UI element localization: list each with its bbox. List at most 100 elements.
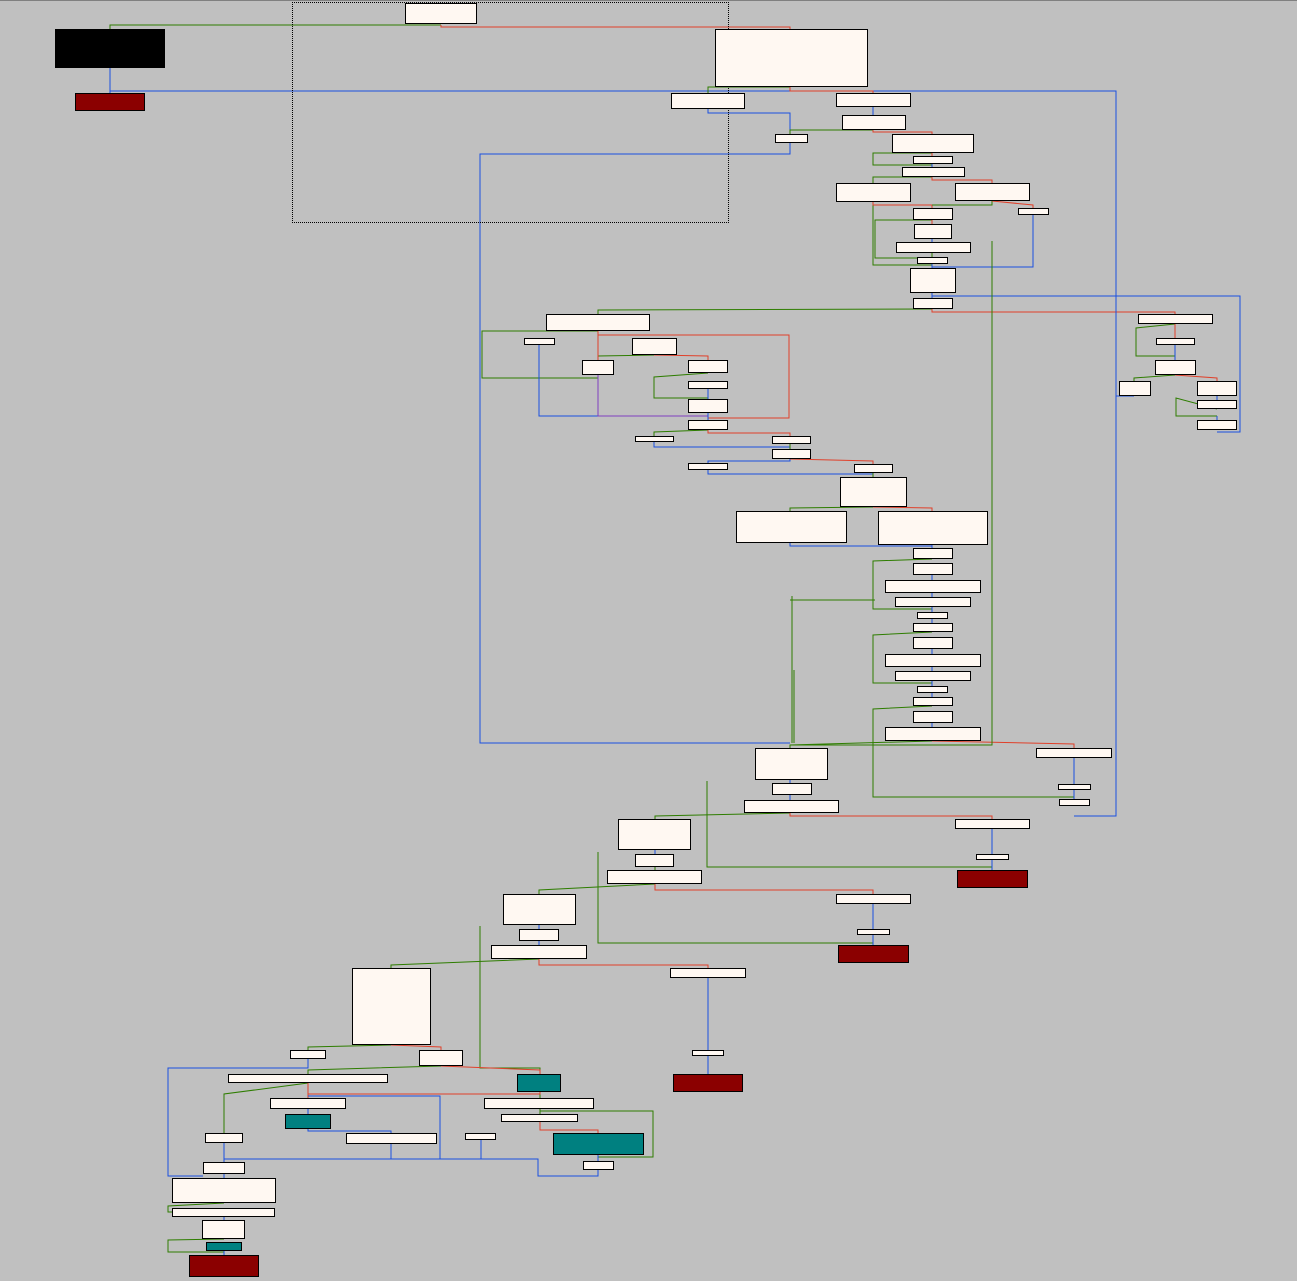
basic-block[interactable] bbox=[854, 464, 893, 473]
exit-block[interactable] bbox=[838, 945, 909, 963]
basic-block[interactable] bbox=[885, 727, 981, 741]
exit-block[interactable] bbox=[957, 870, 1028, 888]
basic-block[interactable] bbox=[836, 894, 911, 904]
basic-block[interactable] bbox=[1018, 208, 1049, 215]
basic-block[interactable] bbox=[895, 597, 971, 607]
basic-block[interactable] bbox=[582, 360, 614, 375]
basic-block[interactable] bbox=[1155, 360, 1196, 375]
basic-block[interactable] bbox=[607, 870, 702, 884]
basic-block[interactable] bbox=[1058, 784, 1091, 790]
basic-block[interactable] bbox=[1138, 314, 1213, 324]
basic-block[interactable] bbox=[917, 612, 948, 619]
basic-block[interactable] bbox=[878, 511, 988, 545]
basic-block[interactable] bbox=[913, 548, 953, 559]
basic-block[interactable] bbox=[840, 477, 907, 507]
basic-block[interactable] bbox=[205, 1133, 243, 1143]
basic-block[interactable] bbox=[885, 654, 981, 667]
basic-block[interactable] bbox=[836, 183, 911, 202]
basic-block[interactable] bbox=[688, 420, 728, 430]
basic-block[interactable] bbox=[491, 945, 587, 959]
basic-block[interactable] bbox=[501, 1114, 578, 1122]
call-block[interactable] bbox=[553, 1133, 644, 1155]
basic-block[interactable] bbox=[917, 686, 948, 693]
basic-block[interactable] bbox=[484, 1098, 594, 1109]
basic-block[interactable] bbox=[775, 134, 808, 143]
basic-block[interactable] bbox=[228, 1074, 388, 1083]
basic-block[interactable] bbox=[1119, 381, 1151, 396]
edge-true bbox=[789, 506, 874, 511]
basic-block[interactable] bbox=[913, 623, 953, 632]
basic-block[interactable] bbox=[352, 968, 431, 1045]
basic-block[interactable] bbox=[465, 1133, 496, 1140]
basic-block[interactable] bbox=[772, 449, 811, 459]
basic-block[interactable] bbox=[836, 93, 911, 107]
basic-block[interactable] bbox=[976, 854, 1009, 860]
exit-block[interactable] bbox=[673, 1074, 743, 1092]
basic-block[interactable] bbox=[405, 3, 477, 24]
basic-block[interactable] bbox=[913, 298, 953, 309]
basic-block[interactable] bbox=[670, 968, 746, 978]
basic-block[interactable] bbox=[635, 436, 674, 442]
exit-block[interactable] bbox=[75, 93, 145, 111]
basic-block[interactable] bbox=[896, 242, 971, 253]
basic-block[interactable] bbox=[755, 748, 828, 780]
basic-block[interactable] bbox=[1197, 381, 1237, 396]
basic-block[interactable] bbox=[172, 1208, 275, 1217]
basic-block[interactable] bbox=[172, 1178, 276, 1203]
entry-block[interactable] bbox=[55, 29, 165, 68]
basic-block[interactable] bbox=[203, 1162, 245, 1174]
basic-block[interactable] bbox=[346, 1133, 437, 1144]
basic-block[interactable] bbox=[583, 1161, 614, 1170]
basic-block[interactable] bbox=[955, 183, 1030, 201]
basic-block[interactable] bbox=[857, 929, 890, 935]
basic-block[interactable] bbox=[917, 257, 948, 264]
basic-block[interactable] bbox=[772, 783, 812, 795]
call-block[interactable] bbox=[285, 1114, 331, 1129]
basic-block[interactable] bbox=[885, 580, 981, 593]
basic-block[interactable] bbox=[914, 224, 952, 239]
basic-block[interactable] bbox=[688, 381, 728, 389]
basic-block[interactable] bbox=[955, 819, 1030, 829]
basic-block[interactable] bbox=[1197, 400, 1237, 409]
basic-block[interactable] bbox=[290, 1050, 326, 1059]
basic-block[interactable] bbox=[913, 156, 953, 164]
basic-block[interactable] bbox=[913, 711, 953, 723]
basic-block[interactable] bbox=[688, 463, 728, 470]
basic-block[interactable] bbox=[913, 563, 953, 575]
basic-block[interactable] bbox=[842, 115, 906, 130]
basic-block[interactable] bbox=[913, 637, 953, 649]
basic-block[interactable] bbox=[202, 1220, 245, 1239]
basic-block[interactable] bbox=[1156, 338, 1195, 345]
basic-block[interactable] bbox=[744, 800, 839, 813]
basic-block[interactable] bbox=[1059, 799, 1090, 806]
basic-block[interactable] bbox=[1036, 748, 1112, 758]
basic-block[interactable] bbox=[692, 1050, 724, 1056]
basic-block[interactable] bbox=[902, 167, 965, 177]
basic-block[interactable] bbox=[892, 134, 974, 153]
basic-block[interactable] bbox=[632, 338, 677, 355]
call-block[interactable] bbox=[206, 1242, 242, 1251]
basic-block[interactable] bbox=[895, 671, 971, 681]
basic-block[interactable] bbox=[913, 208, 953, 220]
basic-block[interactable] bbox=[635, 854, 674, 867]
basic-block[interactable] bbox=[671, 93, 745, 109]
basic-block[interactable] bbox=[524, 338, 555, 345]
basic-block[interactable] bbox=[913, 697, 953, 706]
basic-block[interactable] bbox=[688, 399, 728, 413]
basic-block[interactable] bbox=[688, 360, 728, 373]
basic-block[interactable] bbox=[736, 511, 847, 543]
basic-block[interactable] bbox=[419, 1050, 463, 1066]
basic-block[interactable] bbox=[910, 268, 956, 293]
basic-block[interactable] bbox=[618, 819, 691, 850]
viewport-rectangle[interactable] bbox=[292, 2, 729, 223]
basic-block[interactable] bbox=[519, 929, 559, 941]
basic-block[interactable] bbox=[270, 1098, 346, 1109]
call-block[interactable] bbox=[517, 1074, 561, 1092]
basic-block[interactable] bbox=[546, 314, 650, 331]
basic-block[interactable] bbox=[772, 436, 811, 444]
basic-block[interactable] bbox=[503, 894, 576, 925]
exit-block[interactable] bbox=[189, 1255, 259, 1277]
basic-block[interactable] bbox=[715, 29, 868, 87]
basic-block[interactable] bbox=[1197, 420, 1237, 430]
